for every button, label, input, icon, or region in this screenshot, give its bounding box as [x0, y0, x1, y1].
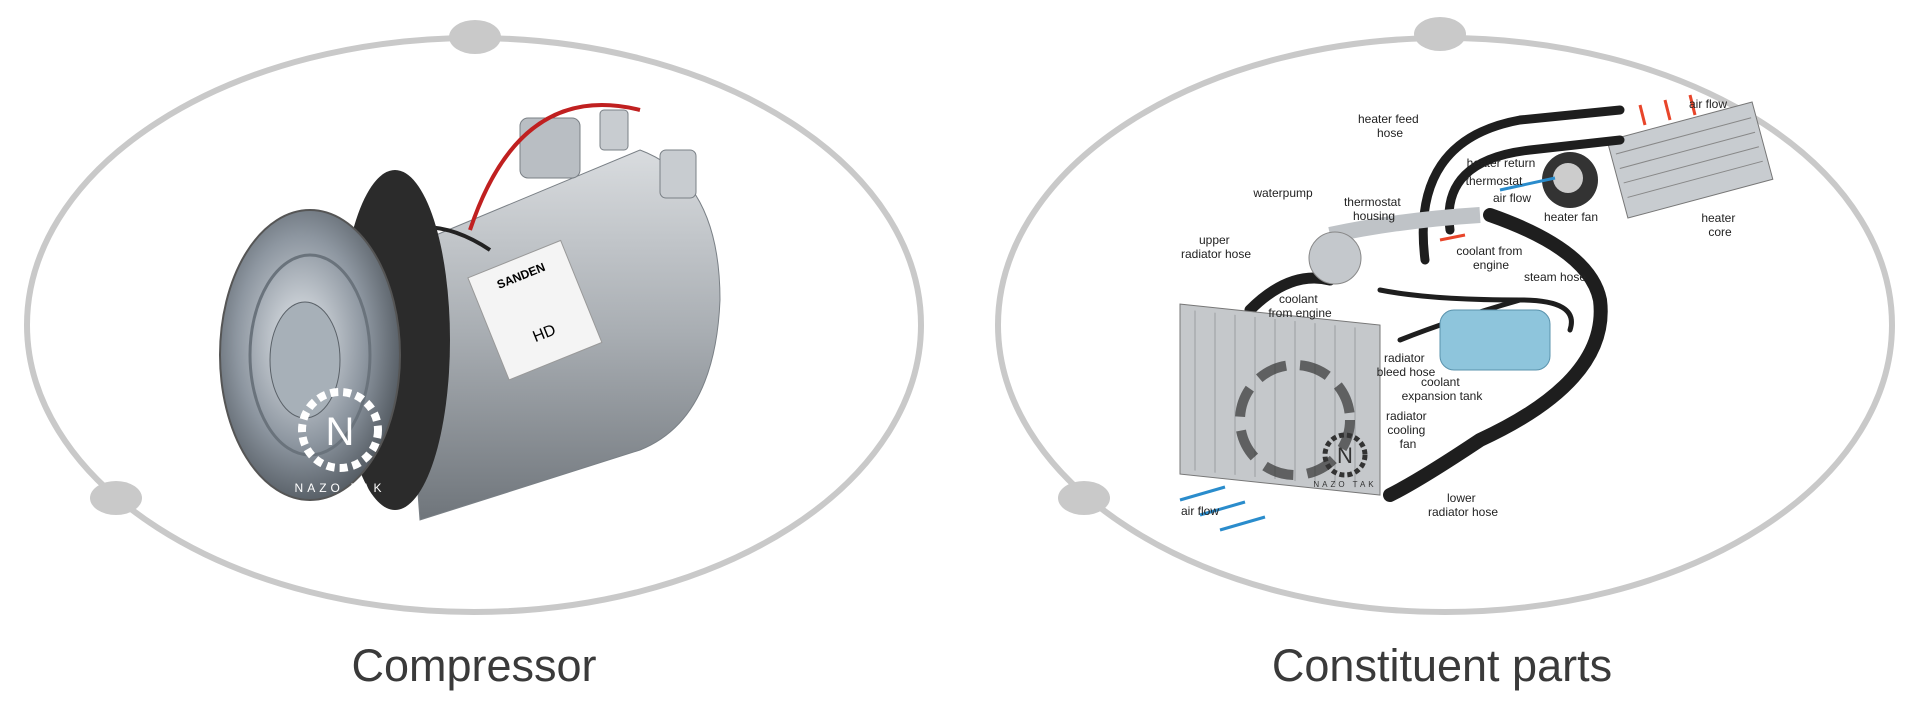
svg-text:N: N: [1337, 443, 1353, 468]
label-radiator-bleed-hose: radiator bleed hose: [1377, 351, 1436, 379]
label-lower-radiator-hose: lower radiator hose: [1428, 491, 1498, 519]
label-air-flow-mid: air flow: [1493, 191, 1531, 205]
heater-core: [1606, 101, 1774, 219]
radiator: [1179, 303, 1381, 496]
compressor-caption: Compressor: [351, 640, 597, 691]
label-coolant-expansion-tank: coolant expansion tank: [1402, 375, 1484, 403]
svg-text:N: N: [326, 410, 355, 454]
label-coolant-from-engine-lower: coolant from engine: [1268, 292, 1332, 320]
label-heater-return: heater return: [1467, 156, 1536, 170]
cooling-system-diagram: N NAZO TAK heater feed hose air flow hea…: [1179, 94, 1774, 532]
expansion-tank: [1439, 309, 1551, 371]
compressor-ring: [24, 20, 924, 615]
ring-dot: [90, 481, 142, 515]
cooling-fan: [1235, 360, 1355, 480]
ring-dot: [1414, 17, 1466, 51]
label-heater-core: heater core: [1701, 211, 1738, 239]
label-steam-hose: steam hose: [1524, 270, 1586, 284]
label-air-flow-top: air flow: [1689, 97, 1727, 111]
label-upper-radiator-hose: upper radiator hose: [1181, 233, 1251, 261]
svg-text:NAZO TAK: NAZO TAK: [295, 481, 386, 495]
parts-ring: [995, 17, 1895, 615]
label-waterpump: waterpump: [1252, 186, 1313, 200]
watermark-logo: N NAZO TAK: [295, 388, 386, 495]
product-label: SANDEN HD: [467, 239, 603, 381]
constituent-parts-caption: Constituent parts: [1271, 640, 1613, 691]
ring-dot: [1058, 481, 1110, 515]
ring-dot: [449, 20, 501, 54]
label-radiator-cooling-fan: radiator cooling fan: [1386, 409, 1430, 451]
label-thermostat-housing: thermostat housing: [1344, 195, 1404, 223]
svg-text:NAZO TAK: NAZO TAK: [1313, 480, 1376, 489]
label-air-flow-bottom: air flow: [1181, 504, 1219, 518]
label-coolant-from-engine-upper: coolant from engine: [1456, 244, 1525, 272]
watermark-logo: N NAZO TAK: [1313, 432, 1376, 489]
compressor-image: SANDEN HD N NAZO TAK: [219, 103, 721, 521]
label-heater-feed-hose: heater feed hose: [1358, 112, 1422, 140]
label-thermostat: thermostat: [1466, 174, 1523, 188]
label-heater-fan: heater fan: [1544, 210, 1598, 224]
